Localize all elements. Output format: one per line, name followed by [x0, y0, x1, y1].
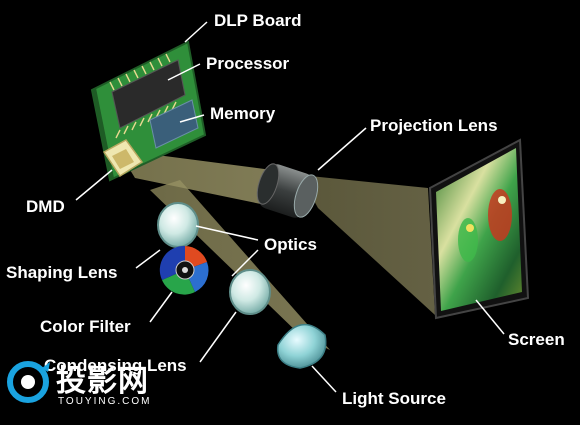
shaping-lens [157, 202, 199, 248]
label-screen: Screen [508, 330, 565, 349]
memory-chip [149, 99, 199, 149]
condensing-lens [229, 269, 271, 315]
label-projection-lens: Projection Lens [370, 116, 498, 135]
projection-screen [428, 138, 530, 320]
watermark-chinese-text: 投影网 [56, 364, 149, 399]
label-light-source: Light Source [342, 389, 446, 408]
watermark: 投影网 TOUYING.COM [4, 352, 174, 416]
label-memory: Memory [210, 104, 276, 123]
label-processor: Processor [206, 54, 290, 73]
light-source-bulb [276, 323, 327, 369]
label-dmd: DMD [26, 197, 65, 216]
label-shaping-lens: Shaping Lens [6, 263, 118, 282]
leader-lines [75, 21, 505, 393]
light-beam-reflected [118, 150, 290, 210]
label-optics: Optics [264, 235, 317, 254]
light-beam-projected [300, 175, 435, 315]
color-filter-wheel [159, 245, 209, 295]
watermark-logo-icon [7, 361, 50, 403]
label-color-filter: Color Filter [40, 317, 131, 336]
projection-lens-body [256, 163, 319, 218]
watermark-english-text: TOUYING.COM [58, 396, 152, 407]
label-condensing-lens: Condensing Lens [44, 356, 187, 375]
label-dlp-board: DLP Board [214, 11, 302, 30]
processor-chip [111, 59, 186, 129]
